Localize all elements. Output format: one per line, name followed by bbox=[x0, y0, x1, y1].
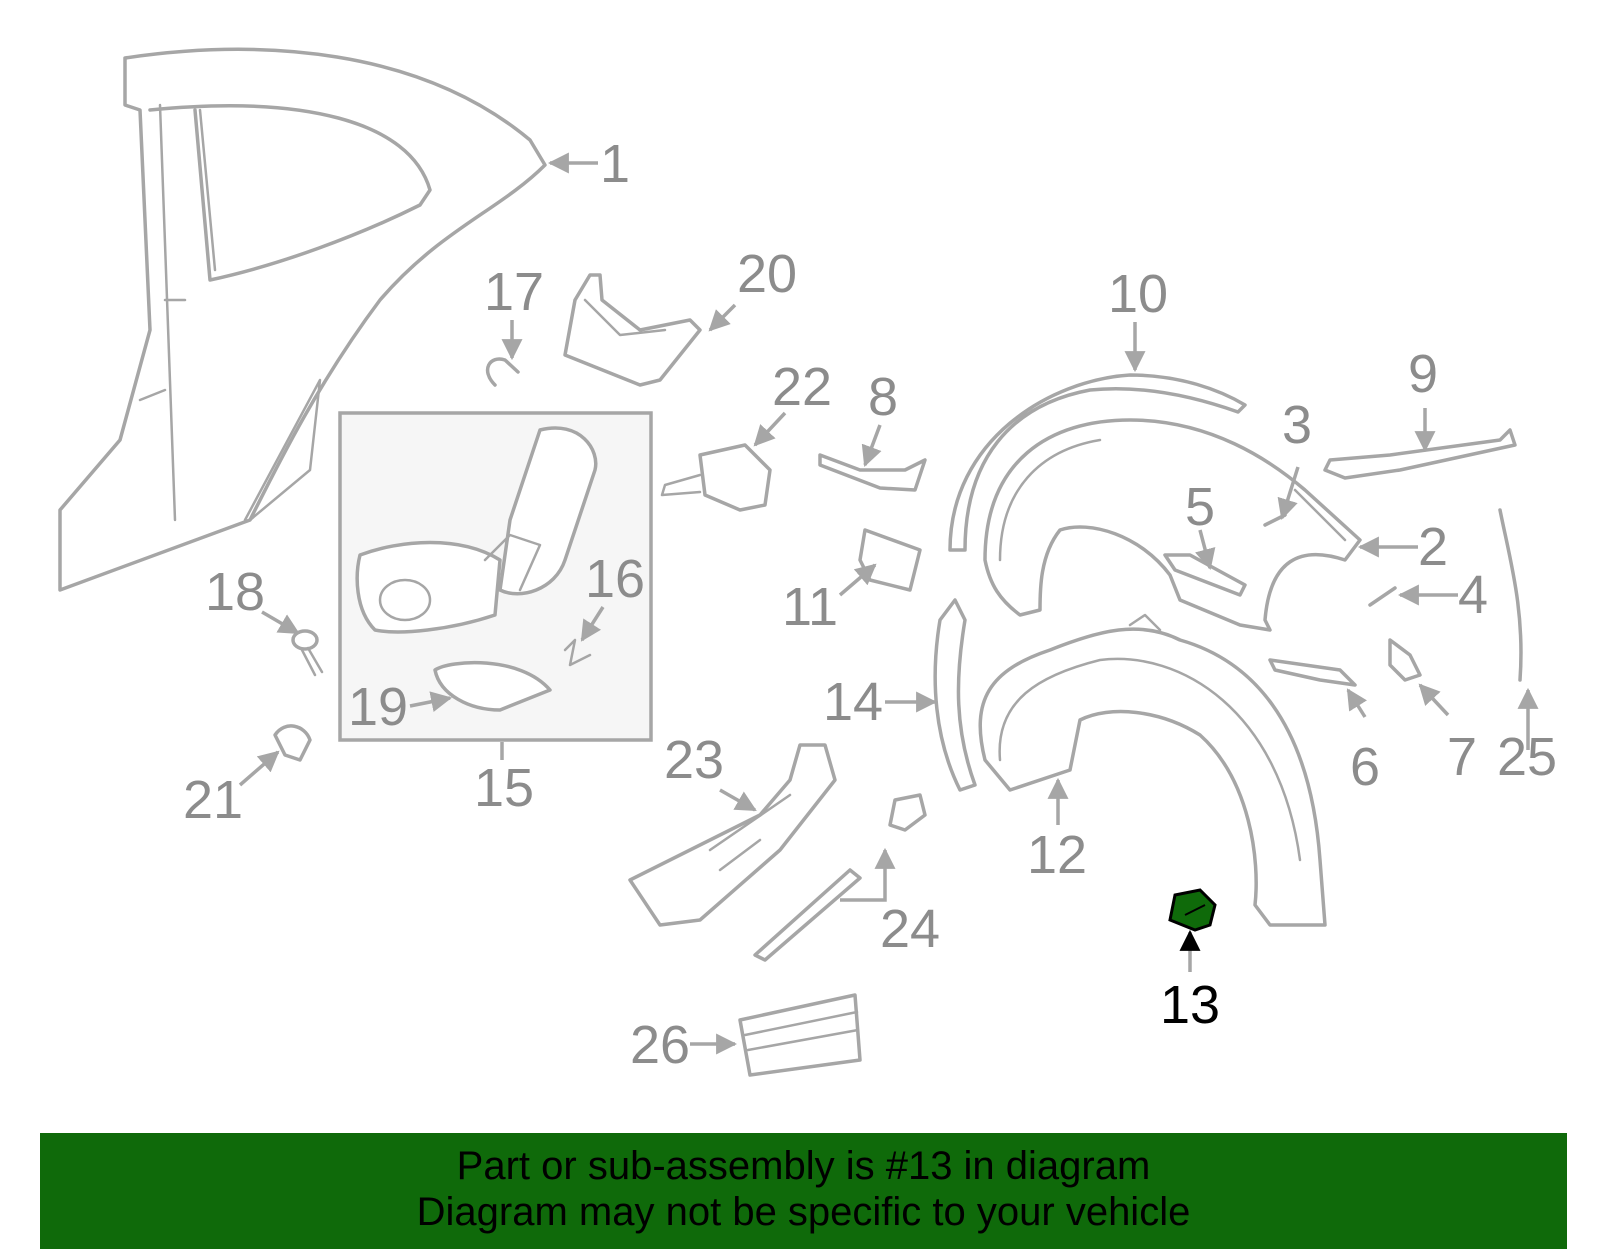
part-5-bracket bbox=[1163, 553, 1247, 597]
part-7-fastener bbox=[1388, 638, 1422, 682]
callout-24: 24 bbox=[880, 899, 940, 959]
callout-1: 1 bbox=[600, 134, 630, 194]
callout-5: 5 bbox=[1185, 477, 1215, 537]
callout-15: 15 bbox=[474, 758, 534, 818]
part-22-actuator bbox=[660, 443, 772, 512]
callout-12: 12 bbox=[1027, 825, 1087, 885]
callout-17: 17 bbox=[484, 262, 544, 322]
part-12-fender-liner bbox=[978, 613, 1327, 927]
callout-4: 4 bbox=[1458, 565, 1488, 625]
part-4-clip bbox=[1368, 586, 1397, 607]
callout-8: 8 bbox=[868, 367, 898, 427]
callout-13-highlighted: 13 bbox=[1160, 975, 1220, 1035]
part-17-clip bbox=[485, 357, 520, 387]
callout-3: 3 bbox=[1282, 395, 1312, 455]
part-8-hinge bbox=[818, 453, 927, 492]
banner-line-disclaimer: Diagram may not be specific to your vehi… bbox=[416, 1190, 1191, 1234]
part-21-grommet bbox=[273, 724, 312, 762]
callout-14: 14 bbox=[823, 672, 883, 732]
callout-16: 16 bbox=[585, 549, 645, 609]
callout-26: 26 bbox=[630, 1015, 690, 1075]
part-14-moulding bbox=[933, 598, 977, 792]
callout-19: 19 bbox=[348, 677, 408, 737]
callout-20: 20 bbox=[737, 244, 797, 304]
part-23-shield bbox=[628, 743, 837, 927]
callout-18: 18 bbox=[205, 562, 265, 622]
part-11-pad bbox=[858, 528, 922, 592]
part-26-module bbox=[738, 993, 862, 1077]
callout-7: 7 bbox=[1447, 727, 1477, 787]
part-13-highlighted bbox=[1168, 888, 1217, 932]
part-18-bolt bbox=[291, 629, 324, 677]
callout-10: 10 bbox=[1108, 264, 1168, 324]
part-1-quarter-panel bbox=[58, 47, 547, 592]
part-10-wheel-flare bbox=[948, 373, 1247, 552]
info-banner: Part or sub-assembly is #13 in diagram D… bbox=[40, 1133, 1567, 1249]
part-2-wheelhouse bbox=[983, 418, 1362, 632]
callout-11: 11 bbox=[782, 577, 838, 637]
callout-6: 6 bbox=[1350, 737, 1380, 797]
callout-9: 9 bbox=[1408, 344, 1438, 404]
callout-25: 25 bbox=[1497, 727, 1557, 787]
part-15-fuel-door-assembly bbox=[338, 411, 653, 742]
part-20-bracket bbox=[563, 273, 702, 387]
leader-lines bbox=[238, 152, 1539, 1055]
part-9-rail bbox=[1323, 428, 1517, 480]
part-25-seal-strip bbox=[1498, 508, 1523, 682]
callout-22: 22 bbox=[772, 357, 832, 417]
callout-21: 21 bbox=[183, 770, 243, 830]
callout-2: 2 bbox=[1418, 517, 1448, 577]
callout-23: 23 bbox=[664, 730, 724, 790]
part-24-strut bbox=[753, 793, 927, 962]
part-6-bracket bbox=[1268, 658, 1357, 687]
banner-line-part-number: Part or sub-assembly is #13 in diagram bbox=[456, 1144, 1151, 1188]
